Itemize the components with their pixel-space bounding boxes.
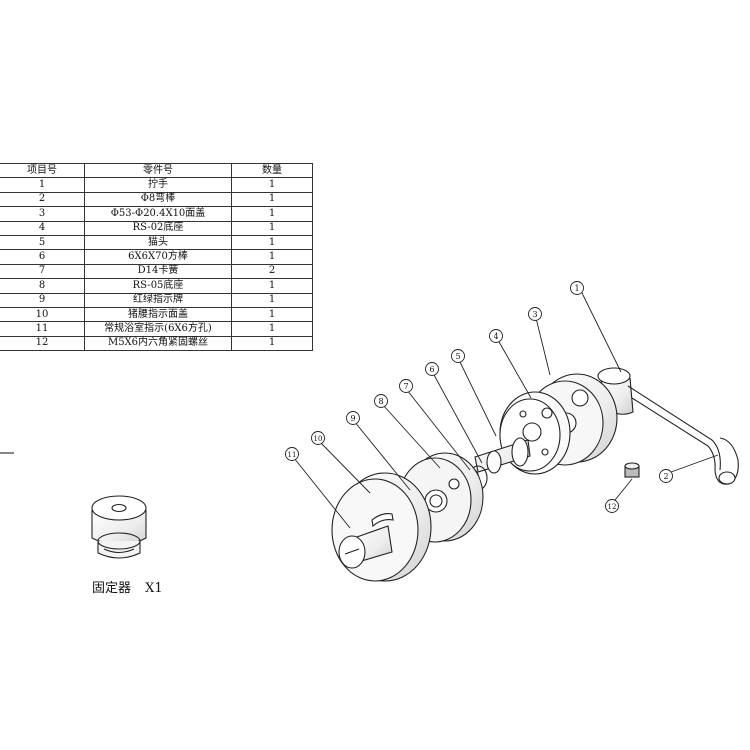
balloon-4: 4 — [489, 329, 503, 343]
balloon-circle — [528, 307, 542, 321]
balloon-circle — [659, 469, 673, 483]
part-handle — [597, 367, 721, 471]
balloon-text: 8 — [378, 397, 383, 406]
fixture-qty: X1 — [145, 581, 163, 596]
fixture-label: 固定器 X1 — [92, 577, 173, 596]
balloon-text: 11 — [288, 451, 297, 459]
balloon-circle — [605, 499, 619, 513]
balloon-1: 1 — [570, 281, 584, 295]
balloon-circle — [489, 329, 503, 343]
part-bent-rod — [714, 437, 739, 485]
balloon-text: 10 — [314, 435, 323, 443]
balloon-7: 7 — [399, 379, 413, 393]
part-set-screw — [624, 462, 640, 478]
fixture-name: 固定器 — [92, 581, 132, 596]
balloon-circle — [425, 362, 439, 376]
balloon-circle — [374, 394, 388, 408]
balloon-circle — [451, 349, 465, 363]
fixture-part — [91, 495, 147, 559]
bom-qty: 1 — [231, 335, 313, 352]
balloon-text: 12 — [608, 503, 617, 511]
balloon-2: 2 — [659, 469, 673, 483]
balloon-12: 12 — [605, 499, 619, 513]
balloon-circle — [285, 447, 299, 461]
balloon-text: 3 — [532, 310, 537, 319]
balloon-circle — [311, 431, 325, 445]
balloon-10: 10 — [311, 431, 325, 445]
balloon-6: 6 — [425, 362, 439, 376]
balloon-text: 6 — [429, 365, 434, 374]
balloon-11: 11 — [285, 447, 299, 461]
balloon-text: 5 — [455, 352, 460, 361]
balloon-circle — [570, 281, 584, 295]
balloon-3: 3 — [528, 307, 542, 321]
part-square-rod — [474, 437, 531, 474]
balloon-text: 1 — [574, 284, 579, 293]
balloon-8: 8 — [374, 394, 388, 408]
balloon-9: 9 — [346, 411, 360, 425]
balloon-5: 5 — [451, 349, 465, 363]
leader-lines — [293, 292, 719, 529]
balloon-text: 2 — [663, 472, 668, 481]
part-indicator-cover — [331, 472, 432, 582]
balloon-text: 9 — [350, 414, 355, 423]
bom-header-row: 项目号 零件号 数量 — [0, 162, 313, 179]
balloon-circle — [399, 379, 413, 393]
balloon-text: 7 — [403, 382, 408, 391]
balloon-circle — [346, 411, 360, 425]
balloon-text: 4 — [493, 332, 498, 341]
